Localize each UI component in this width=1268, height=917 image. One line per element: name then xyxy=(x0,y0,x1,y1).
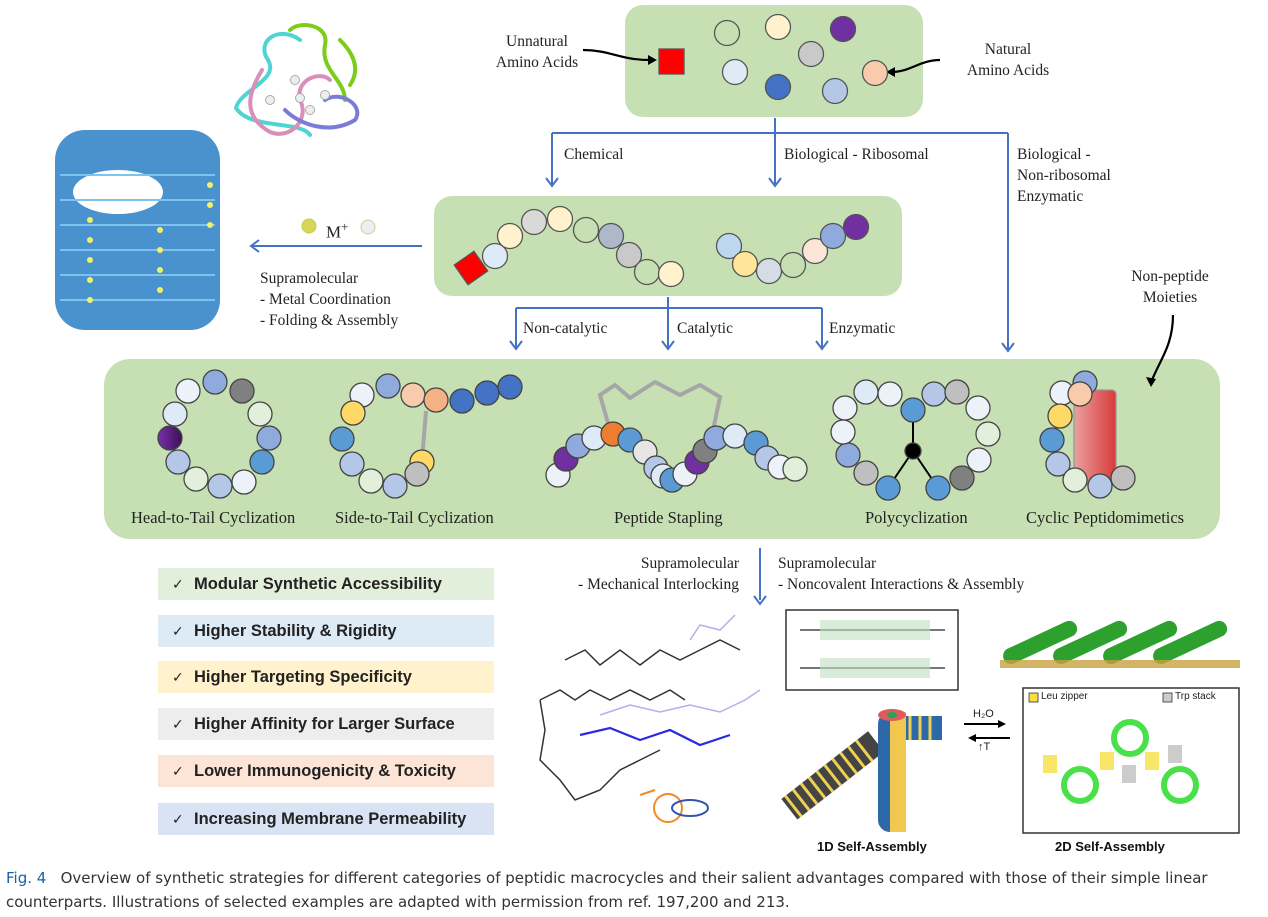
one-d-assembly-label: 1D Self-Assembly xyxy=(817,839,927,854)
nonribosomal-line2: Non-ribosomal xyxy=(1017,167,1111,184)
linear-peptide-1 xyxy=(453,205,685,288)
nonpeptide-line1: Non-peptide xyxy=(1131,268,1209,285)
natural-label-line2: Amino Acids xyxy=(966,62,1050,79)
pointer-arrows xyxy=(582,48,1175,381)
supramolecular-interlocking-label: Supramolecular - Mechanical Interlocking xyxy=(553,553,739,595)
route-chemical-label: Chemical xyxy=(564,146,624,163)
category-polycyclization-label: Polycyclization xyxy=(865,508,968,527)
equilibrium-arrows xyxy=(964,723,1010,739)
advantage-text: Higher Stability & Rigidity xyxy=(194,621,397,640)
amino-acid-pool xyxy=(658,13,889,105)
check-icon: ✓ xyxy=(172,622,184,639)
leu-zipper-legend: Leu zipper xyxy=(1041,691,1088,702)
unnatural-label-line2: Amino Acids xyxy=(495,54,579,71)
advantage-item: ✓ Lower Immunogenicity & Toxicity xyxy=(158,755,494,787)
route-nonribosomal-label: Biological - Non-ribosomal Enzymatic xyxy=(1017,144,1111,207)
natural-amino-acid xyxy=(861,59,889,87)
figure-caption-text: Overview of synthetic strategies for dif… xyxy=(6,869,1208,911)
metal-line3: - Folding & Assembly xyxy=(260,312,399,329)
route-enzymatic-label: Enzymatic xyxy=(829,320,896,337)
advantage-text: Lower Immunogenicity & Toxicity xyxy=(194,761,456,780)
route-noncatalytic-label: Non-catalytic xyxy=(523,320,608,337)
arrow-chemical xyxy=(551,132,1008,185)
natural-amino-acid xyxy=(821,77,849,105)
natural-amino-acid xyxy=(829,15,857,43)
advantage-text: Higher Targeting Specificity xyxy=(194,667,412,686)
figure-caption: Fig. 4 Overview of synthetic strategies … xyxy=(6,866,1266,914)
one-d-assembly-illustration xyxy=(781,609,959,832)
metal-ion-charge: + xyxy=(341,219,349,234)
supra-left-line2: - Mechanical Interlocking xyxy=(578,576,739,593)
check-icon: ✓ xyxy=(172,668,184,685)
mechanically-interlocked-structure xyxy=(539,614,761,823)
category-peptidomimetics-label: Cyclic Peptidomimetics xyxy=(1026,508,1185,527)
natural-label-line1: Natural xyxy=(984,41,1032,58)
advantage-item: ✓ Modular Synthetic Accessibility xyxy=(158,568,494,600)
natural-amino-acid xyxy=(797,40,825,68)
non-peptide-moieties-label: Non-peptide Moieties xyxy=(1110,266,1230,308)
cyclic-peptidomimetic xyxy=(1039,370,1136,499)
two-d-assembly-label: 2D Self-Assembly xyxy=(1055,839,1165,854)
category-stapling-label: Peptide Stapling xyxy=(614,508,723,527)
check-icon: ✓ xyxy=(172,575,184,592)
figure-number: Fig. 4 xyxy=(6,869,47,887)
advantage-item: ✓ Higher Affinity for Larger Surface xyxy=(158,708,494,740)
route-catalytic-label: Catalytic xyxy=(677,320,733,337)
natural-amino-acids-label: Natural Amino Acids xyxy=(958,39,1058,81)
natural-amino-acid xyxy=(764,73,792,101)
supramolecular-noncovalent-label: Supramolecular - Noncovalent Interaction… xyxy=(778,553,1024,595)
advantage-text: Higher Affinity for Larger Surface xyxy=(194,714,455,733)
supra-left-line1: Supramolecular xyxy=(640,555,739,572)
knotted-peptide-illustration xyxy=(233,23,360,137)
category-head-to-tail-label: Head-to-Tail Cyclization xyxy=(131,508,296,527)
stapled-peptide xyxy=(545,379,808,493)
advantage-item: ✓ Increasing Membrane Permeability xyxy=(158,803,494,835)
metal-coordinated-tube-illustration xyxy=(55,130,220,330)
metal-ion-symbol: M xyxy=(326,222,342,242)
head-to-tail-ring xyxy=(157,369,282,499)
trp-stack-legend: Trp stack xyxy=(1175,691,1216,702)
polycyclic-peptide xyxy=(830,379,1001,501)
metal-ion-icon xyxy=(301,218,317,234)
nonribosomal-line3: Enzymatic xyxy=(1017,188,1084,205)
supra-right-line1: Supramolecular xyxy=(778,555,877,572)
metal-ion-empty-icon xyxy=(360,219,376,235)
natural-amino-acid xyxy=(764,13,792,41)
metal-coordination-label: Supramolecular - Metal Coordination - Fo… xyxy=(260,268,398,331)
advantage-item: ✓ Higher Targeting Specificity xyxy=(158,661,494,693)
supra-right-line2: - Noncovalent Interactions & Assembly xyxy=(778,576,1025,593)
natural-amino-acid xyxy=(721,58,749,86)
water-label: H₂O xyxy=(973,708,994,720)
category-side-to-tail-label: Side-to-Tail Cyclization xyxy=(335,508,494,527)
unnatural-amino-acid xyxy=(658,48,685,75)
unnatural-amino-acids-label: Unnatural Amino Acids xyxy=(492,31,582,73)
nonribosomal-line1: Biological - xyxy=(1017,146,1091,163)
macrocycle-categories-panel xyxy=(104,359,1220,539)
advantage-item: ✓ Higher Stability & Rigidity xyxy=(158,615,494,647)
advantage-text: Modular Synthetic Accessibility xyxy=(194,574,442,593)
metal-line2: - Metal Coordination xyxy=(260,291,391,308)
check-icon: ✓ xyxy=(172,810,184,827)
metal-line1: Supramolecular xyxy=(260,270,359,287)
flow-arrows xyxy=(252,118,1009,600)
temperature-label: ↑T xyxy=(978,741,991,753)
check-icon: ✓ xyxy=(172,762,184,779)
side-to-tail-ring xyxy=(329,373,523,499)
two-d-assembly-illustration xyxy=(1000,620,1240,834)
advantage-text: Increasing Membrane Permeability xyxy=(194,809,467,828)
metal-ion-label: M+ xyxy=(326,216,348,243)
natural-amino-acid xyxy=(713,19,741,47)
route-ribosomal-label: Biological - Ribosomal xyxy=(784,146,929,163)
nonpeptide-line2: Moieties xyxy=(1142,289,1198,306)
unnatural-label-line1: Unnatural xyxy=(506,33,568,50)
linear-peptide-2 xyxy=(715,213,870,285)
check-icon: ✓ xyxy=(172,715,184,732)
